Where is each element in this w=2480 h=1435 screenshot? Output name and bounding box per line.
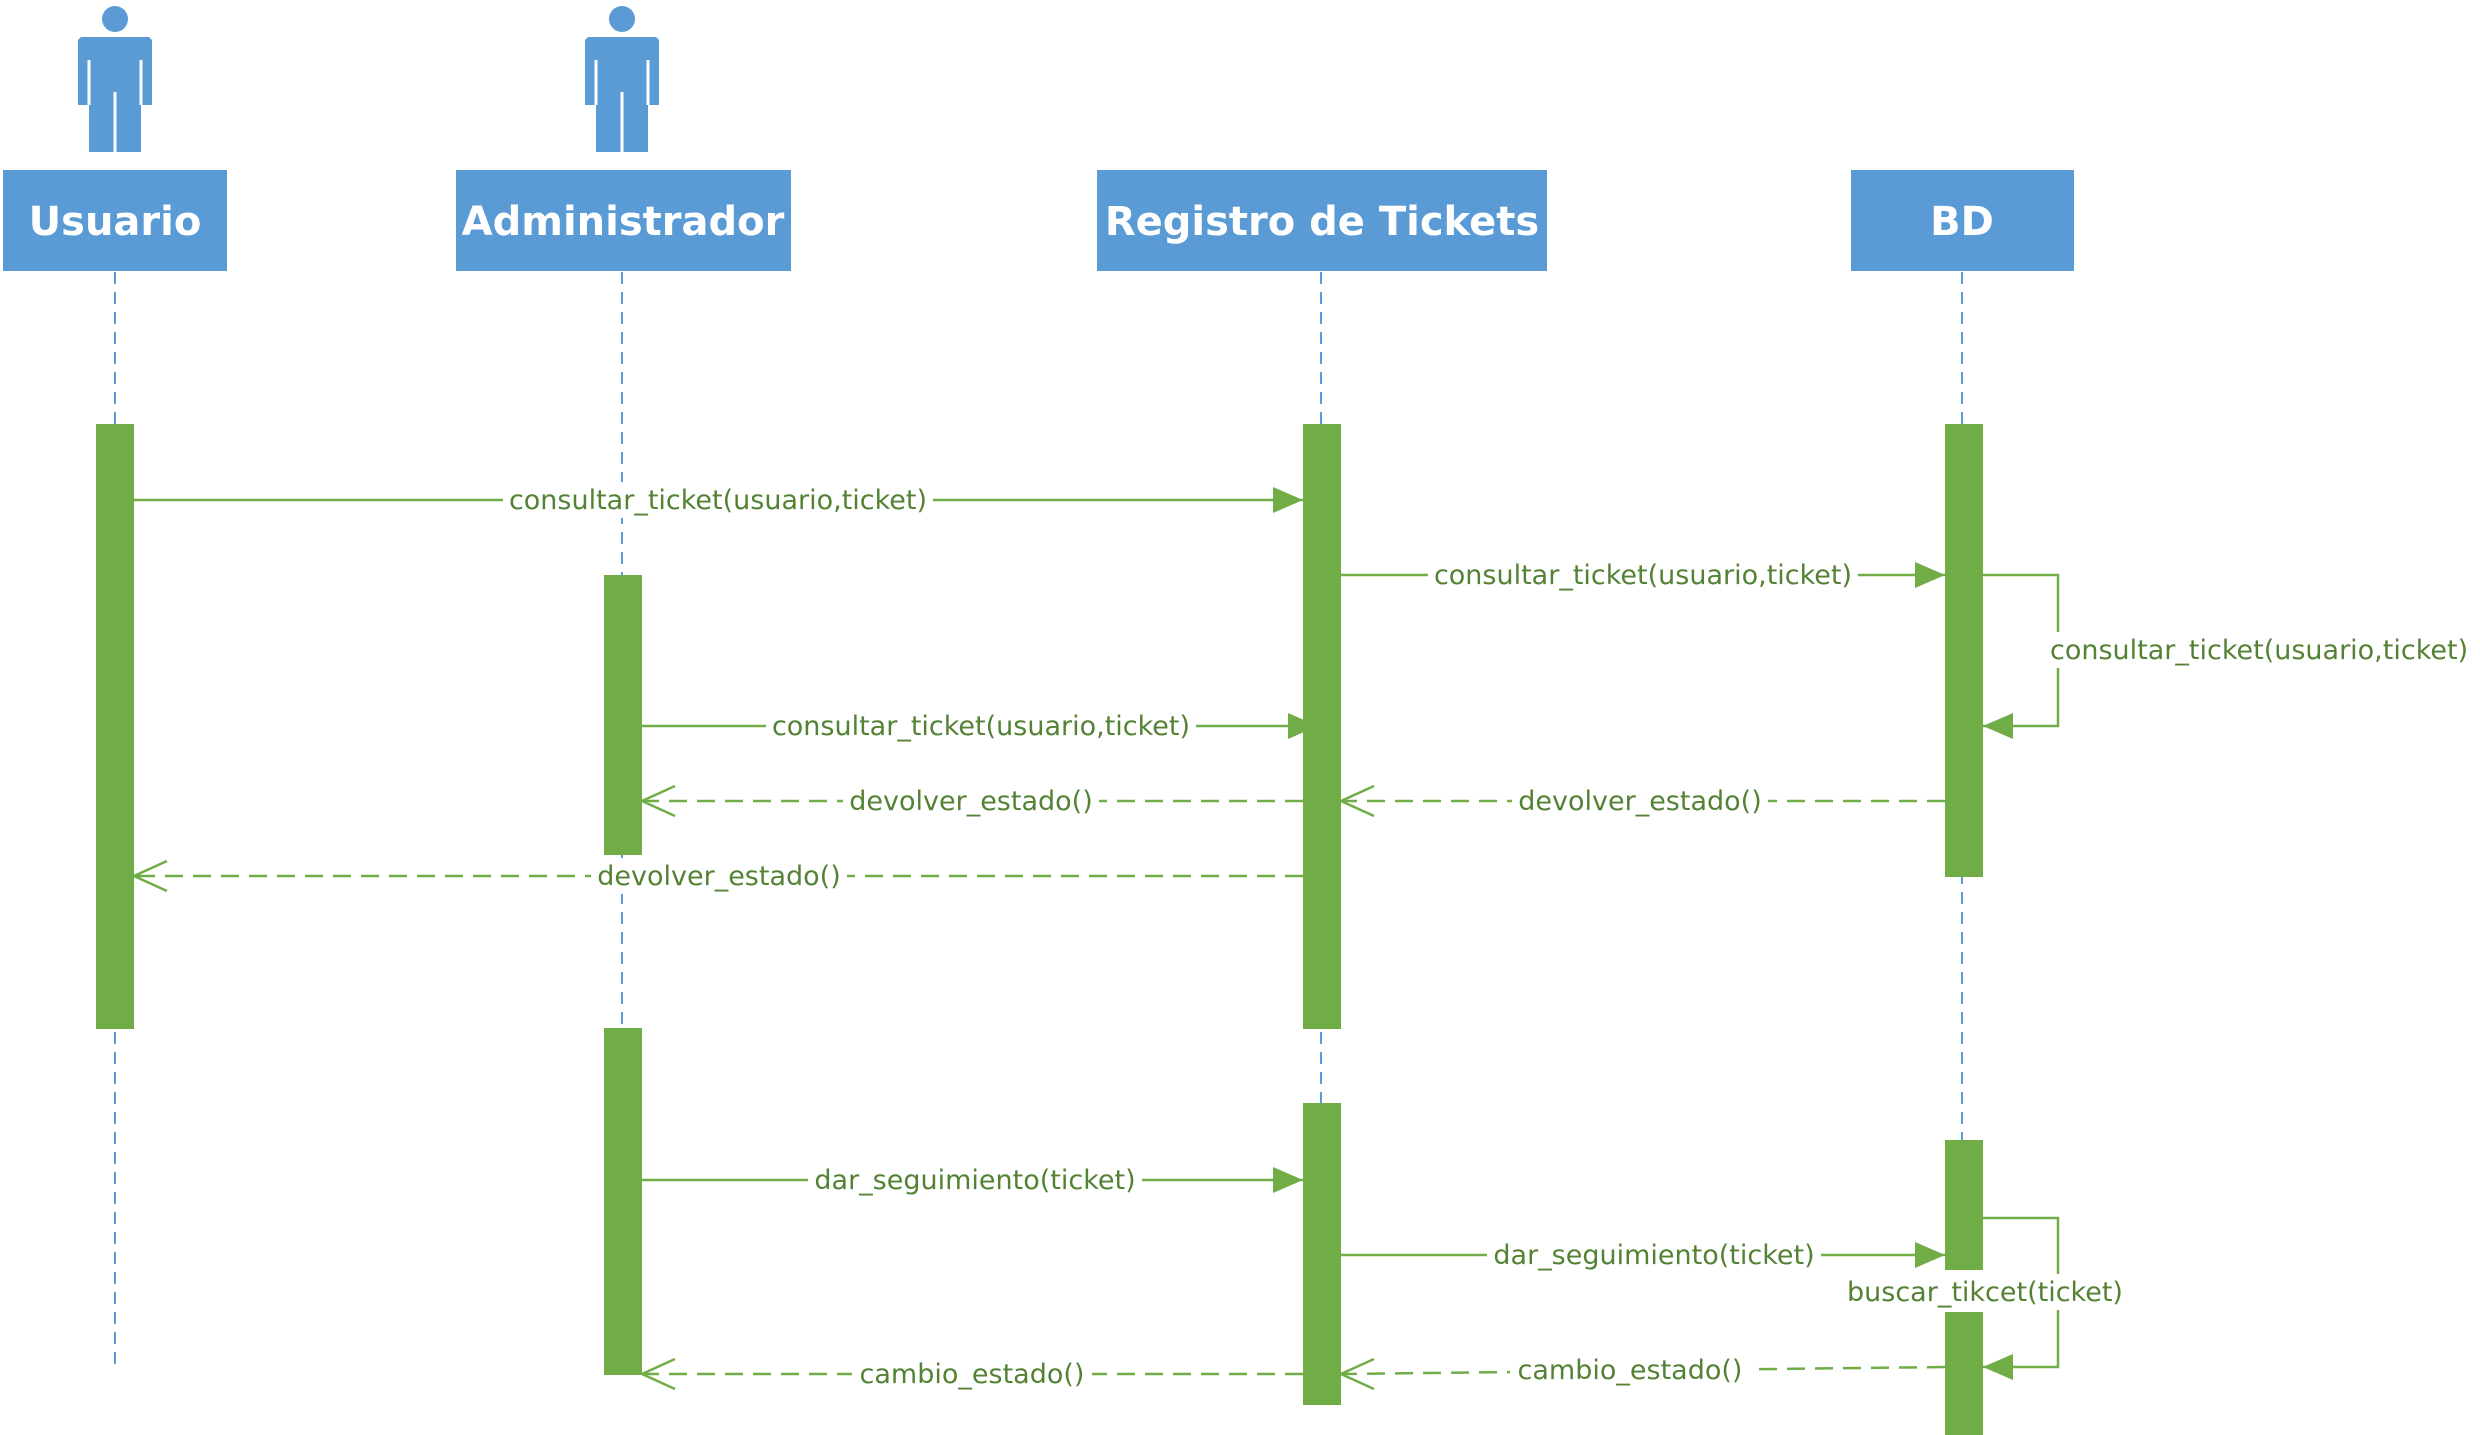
open-arrow-head (638, 784, 676, 818)
message-label: dar_seguimiento(ticket) (814, 1165, 1135, 1196)
participant-bd: BD (1851, 170, 2074, 271)
message-label: consultar_ticket(usuario,ticket) (1434, 560, 1852, 591)
participant-label: Administrador (462, 199, 785, 245)
participant-registro: Registro de Tickets (1097, 170, 1547, 271)
arrow-head (1288, 713, 1318, 739)
open-arrow-head (1337, 1357, 1375, 1391)
participant-label: Registro de Tickets (1105, 199, 1539, 245)
message-label: consultar_ticket(usuario,ticket) (509, 485, 927, 516)
messages: consultar_ticket(usuario,ticket) consult… (130, 482, 2476, 1392)
arrow-head (1273, 487, 1303, 513)
message-label: devolver_estado() (849, 786, 1092, 817)
message-label: cambio_estado() (1518, 1355, 1743, 1386)
lifelines (114, 272, 1963, 1370)
participant-label: BD (1930, 199, 1994, 245)
message-label: devolver_estado() (597, 861, 840, 892)
arrow-head (1915, 562, 1945, 588)
participant-usuario: Usuario (3, 170, 227, 271)
message-label: consultar_ticket(usuario,ticket) (2050, 635, 2468, 666)
participant-administrador: Administrador (456, 170, 791, 271)
activation-administrador-2 (604, 1028, 642, 1375)
message-label: cambio_estado() (860, 1359, 1085, 1390)
arrow-head (1273, 1167, 1303, 1193)
message-label: buscar_tikcet(ticket) (1847, 1277, 2123, 1308)
activation-administrador-1 (604, 575, 642, 855)
activation-registro-2 (1303, 1103, 1341, 1405)
open-arrow-head (130, 859, 168, 893)
person-icon (585, 6, 659, 152)
activation-usuario (96, 424, 134, 1029)
open-arrow-head (1337, 784, 1375, 818)
participant-label: Usuario (29, 199, 202, 245)
activation-bd-1 (1945, 424, 1983, 877)
arrow-head (1983, 1354, 2013, 1380)
message-label: devolver_estado() (1518, 786, 1761, 817)
self-message-arrow (1983, 573, 2060, 728)
arrow-head (1915, 1242, 1945, 1268)
activation-bd-2 (1945, 1140, 1983, 1270)
activations (96, 424, 1983, 1435)
message-label: dar_seguimiento(ticket) (1493, 1240, 1814, 1271)
message-label: consultar_ticket(usuario,ticket) (772, 711, 1190, 742)
activation-bd-3 (1945, 1312, 1983, 1435)
open-arrow-head (638, 1357, 676, 1391)
reply-arrow (1340, 1365, 1946, 1376)
arrow-head (1983, 713, 2013, 739)
person-icon (78, 6, 152, 152)
